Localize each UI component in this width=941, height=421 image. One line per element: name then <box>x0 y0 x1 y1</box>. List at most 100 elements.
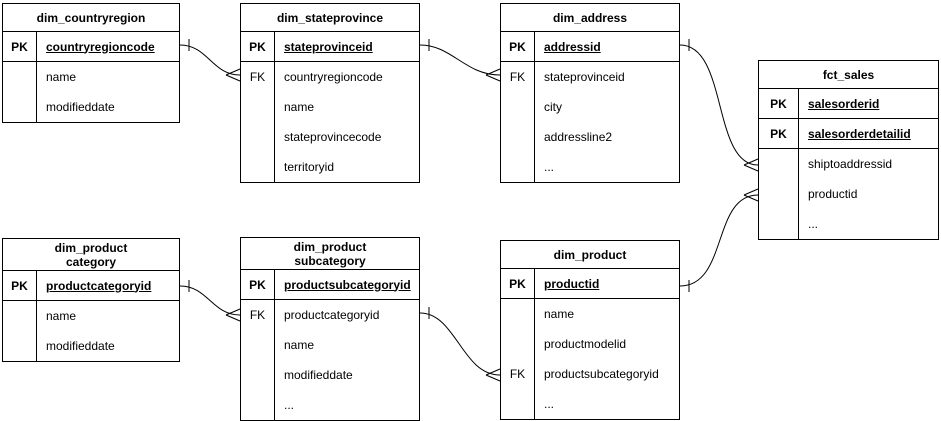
field-name: productcategoryid <box>46 278 152 293</box>
entity-fct-sales[interactable]: fct_sales PK salesorderid PK salesorderd… <box>758 60 939 240</box>
key-badge <box>501 122 535 152</box>
table-row: addressline2 <box>501 122 679 152</box>
field-name: productsubcategoryid <box>544 367 659 381</box>
entity-dim-productsubcategory[interactable]: dim_product subcategory PK productsubcat… <box>240 237 420 421</box>
field-name: name <box>544 307 575 321</box>
relation-line <box>419 44 501 76</box>
entity-title: dim_product <box>501 241 679 269</box>
table-row: productmodelid <box>501 329 679 359</box>
table-row: shiptoaddressid <box>759 149 938 179</box>
entity-dim-countryregion[interactable]: dim_countryregion PK countryregioncode n… <box>2 3 180 123</box>
relation-productcategory-productsubcategory[interactable] <box>179 280 241 322</box>
table-row: modifieddate <box>3 331 179 361</box>
table-row: name <box>241 92 419 122</box>
key-badge <box>241 122 275 152</box>
field-name: salesorderdetailid <box>808 126 911 141</box>
key-badge <box>241 152 275 182</box>
crow-foot-icon <box>225 308 241 322</box>
relation-stateprovince-address[interactable] <box>419 39 501 82</box>
table-row: ... <box>759 209 938 239</box>
crow-foot-icon <box>485 68 501 82</box>
field-name: productsubcategoryid <box>284 277 411 292</box>
relation-productsubcategory-product[interactable] <box>419 307 501 382</box>
crow-foot-icon <box>743 158 759 172</box>
entity-title: dim_address <box>501 4 679 32</box>
relation-line <box>679 194 759 287</box>
table-row: PK productsubcategoryid <box>241 270 419 300</box>
relation-line <box>419 312 501 376</box>
field-name: productid <box>808 187 858 201</box>
table-row: stateprovincecode <box>241 122 419 152</box>
table-row: name <box>241 330 419 360</box>
entity-dim-address[interactable]: dim_address PK addressid FK stateprovinc… <box>500 3 680 183</box>
table-row: FK stateprovinceid <box>501 62 679 92</box>
pk-badge: PK <box>241 32 275 61</box>
table-row: PK salesorderdetailid <box>759 119 938 149</box>
entity-dim-product[interactable]: dim_product PK productid name productmod… <box>500 240 680 420</box>
field-name: ... <box>284 398 295 412</box>
table-row: city <box>501 92 679 122</box>
relation-line <box>679 44 759 166</box>
pk-badge: PK <box>3 271 37 300</box>
table-row: PK countryregioncode <box>3 32 179 62</box>
table-row: PK stateprovinceid <box>241 32 419 62</box>
field-name: name <box>284 100 315 114</box>
field-name: stateprovincecode <box>284 130 382 144</box>
key-badge <box>501 299 535 329</box>
relation-line <box>179 285 241 316</box>
pk-badge: PK <box>759 119 799 148</box>
entity-dim-stateprovince[interactable]: dim_stateprovince PK stateprovinceid FK … <box>240 3 420 183</box>
key-badge <box>759 179 799 209</box>
field-name: name <box>46 70 77 84</box>
table-row: FK countryregioncode <box>241 62 419 92</box>
relation-address-fctsales[interactable] <box>679 39 759 172</box>
relation-countryregion-stateprovince[interactable] <box>179 39 241 82</box>
pk-badge: PK <box>759 89 799 118</box>
field-name: modifieddate <box>284 368 353 382</box>
field-name: countryregioncode <box>46 39 155 54</box>
entity-title: dim_countryregion <box>3 4 179 32</box>
key-badge <box>759 149 799 179</box>
key-badge <box>3 92 37 122</box>
fk-badge: FK <box>501 62 535 92</box>
table-row: name <box>3 62 179 92</box>
table-row: ... <box>501 152 679 182</box>
relation-line <box>179 44 241 76</box>
pk-badge: PK <box>241 270 275 299</box>
entity-title: dim_product subcategory <box>241 238 419 270</box>
entity-title: fct_sales <box>759 61 938 89</box>
table-row: name <box>501 299 679 329</box>
table-row: FK productsubcategoryid <box>501 359 679 389</box>
key-badge <box>759 209 799 239</box>
field-name: name <box>46 309 77 323</box>
key-badge <box>501 389 535 419</box>
pk-badge: PK <box>3 32 37 61</box>
table-row: productid <box>759 179 938 209</box>
entity-title: dim_stateprovince <box>241 4 419 32</box>
entity-dim-productcategory[interactable]: dim_product category PK productcategoryi… <box>2 238 180 362</box>
table-row: modifieddate <box>3 92 179 122</box>
field-name: ... <box>544 397 555 411</box>
key-badge <box>501 152 535 182</box>
key-badge <box>241 390 275 420</box>
crow-foot-icon <box>225 68 241 82</box>
key-badge <box>501 329 535 359</box>
table-row: ... <box>501 389 679 419</box>
table-row: territoryid <box>241 152 419 182</box>
relation-product-fctsales[interactable] <box>679 188 759 292</box>
table-row: PK salesorderid <box>759 89 938 119</box>
field-name: city <box>544 100 562 114</box>
field-name: productcategoryid <box>284 308 380 322</box>
field-name: productmodelid <box>544 337 627 351</box>
entity-title: dim_product category <box>3 239 179 271</box>
table-row: FK productcategoryid <box>241 300 419 330</box>
field-name: modifieddate <box>46 100 115 114</box>
key-badge <box>241 330 275 360</box>
field-name: ... <box>544 160 555 174</box>
key-badge <box>241 360 275 390</box>
crow-foot-icon <box>743 188 759 202</box>
field-name: countryregioncode <box>284 70 383 84</box>
key-badge <box>501 92 535 122</box>
key-badge <box>3 331 37 361</box>
